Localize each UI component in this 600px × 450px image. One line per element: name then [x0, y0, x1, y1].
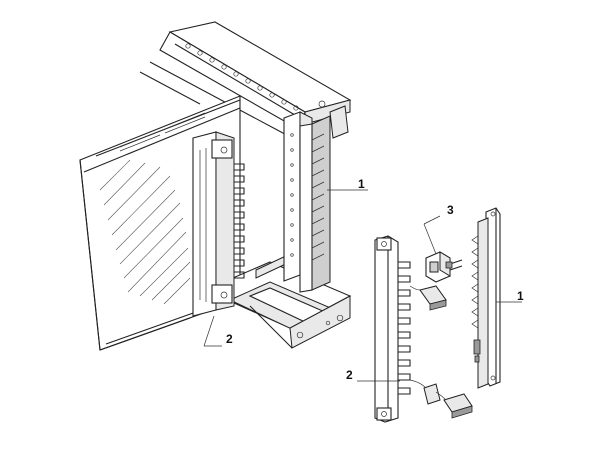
rack-connector-module [192, 131, 245, 317]
front-pillar [283, 111, 331, 293]
leader-detail-component [423, 223, 437, 255]
detail-bracket-teeth [471, 235, 479, 329]
leader-detail-component-tail [423, 215, 441, 225]
wall-slots [119, 112, 206, 152]
callout-detail-component: 3 [447, 203, 454, 217]
detail-component [425, 251, 463, 283]
plug-piece-lower-a [409, 379, 441, 405]
wall-hatching [99, 159, 191, 305]
detail-connector-strip [374, 235, 411, 423]
callout-detail-connector: 2 [346, 368, 353, 382]
top-rail [139, 21, 352, 141]
connector-fins [234, 163, 245, 279]
callout-rack-connector: 2 [226, 332, 233, 346]
top-rail-holes [185, 43, 326, 111]
detail-bracket [471, 207, 501, 389]
callout-detail-bracket: 1 [517, 289, 524, 303]
leader-rack-connector [203, 315, 215, 347]
plug-piece-lower-b [435, 391, 473, 419]
pillar-bracket-teeth [311, 133, 325, 261]
pillar-holes [290, 133, 294, 257]
callout-rack-bracket: 1 [358, 177, 365, 191]
detail-connector-fins [398, 261, 411, 395]
plug-piece-upper [409, 285, 447, 311]
